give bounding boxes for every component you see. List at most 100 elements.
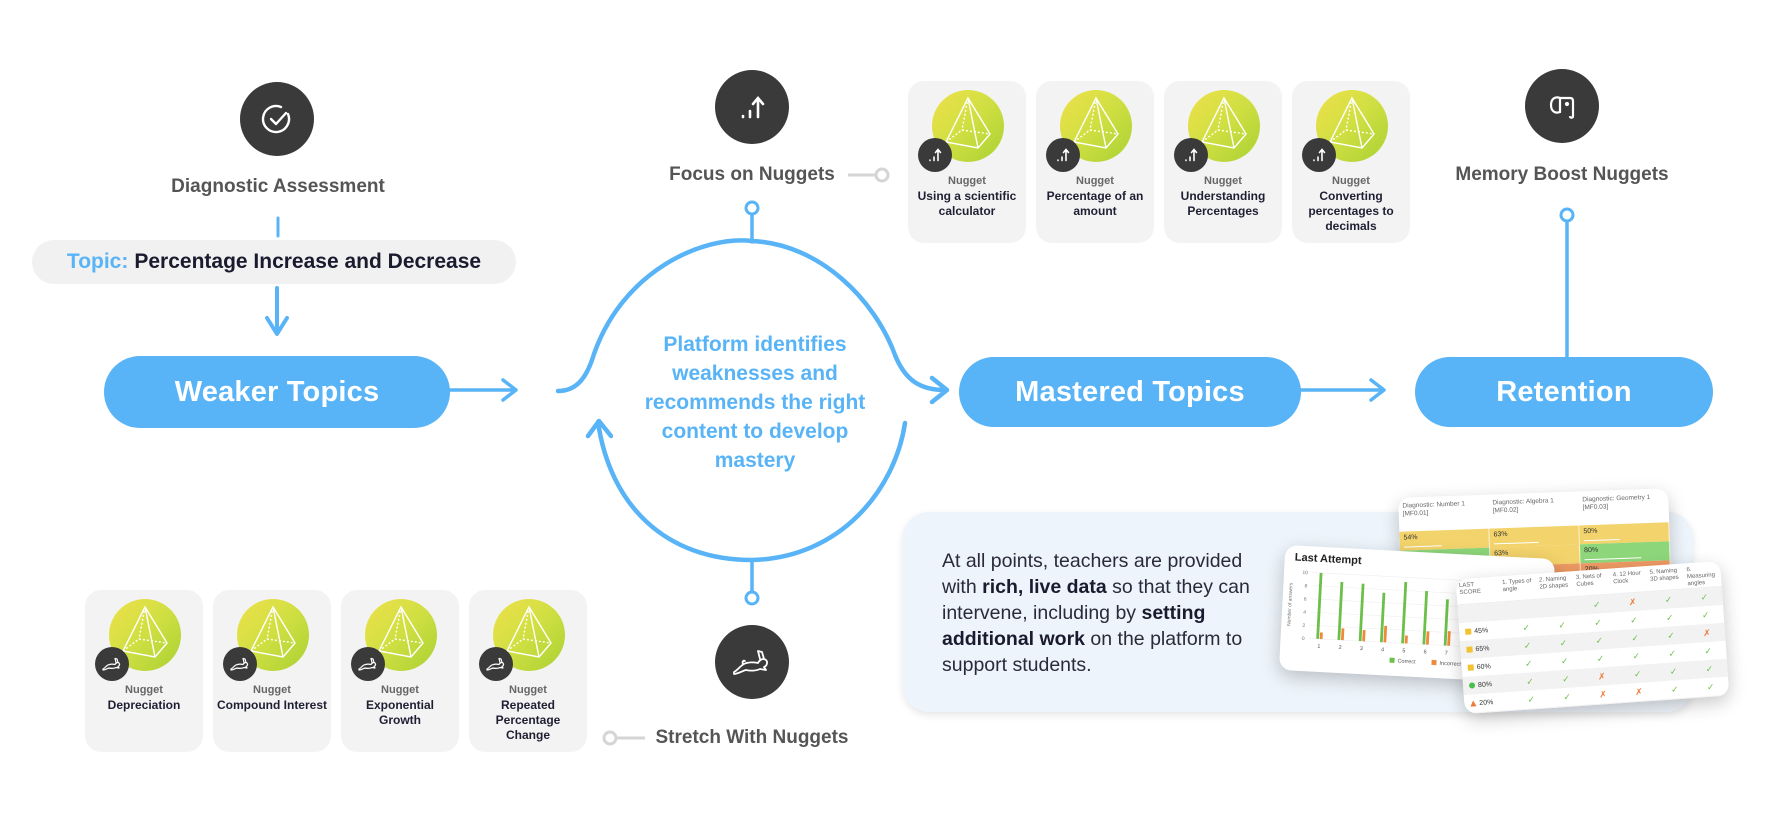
- bar-correct: [1337, 581, 1344, 641]
- bar-correct: [1443, 599, 1449, 646]
- x-tick-label: 7: [1445, 651, 1448, 657]
- nugget-card[interactable]: Nugget Repeated Percentage Change: [469, 590, 587, 752]
- x-tick-label: 6: [1423, 649, 1426, 655]
- check-icon: ✓: [1666, 629, 1676, 641]
- bar-incorrect: [1319, 632, 1323, 640]
- memory-label: Memory Boost Nuggets: [1455, 164, 1669, 185]
- cross-icon: ✗: [1634, 686, 1644, 697]
- check-icon: ✓: [1664, 593, 1673, 605]
- topic-bar: Topic: Percentage Increase and Decrease: [32, 240, 516, 284]
- info-text-part: on the platform to support students.: [942, 628, 1243, 676]
- nugget-kicker: Nugget: [1332, 175, 1370, 187]
- score-marker-square: [1466, 646, 1473, 653]
- score-cell: 20%: [1464, 697, 1514, 707]
- bar-incorrect: [1383, 625, 1388, 643]
- topic-key: Topic:: [66, 250, 129, 273]
- grid-body: ✓✗✓✓45%✓✓✓✓✓✓65%✓✓✓✓✓✗60%✓✓✓✓✓✓80%✓✓✗✓✓✓…: [1457, 586, 1730, 715]
- y-tick-label: 10: [1302, 570, 1308, 576]
- bar-correct: [1316, 572, 1323, 639]
- score-marker-square: [1467, 664, 1475, 671]
- check-icon: ✓: [1704, 645, 1713, 656]
- score-marker-triangle: [1470, 700, 1477, 707]
- retention-pill[interactable]: Retention: [1415, 357, 1713, 427]
- cross-icon: ✗: [1598, 688, 1608, 700]
- diagnostic-label: Diagnostic Assessment: [171, 176, 385, 197]
- stretch-label: Stretch With Nuggets: [655, 727, 849, 748]
- cross-icon: ✗: [1597, 670, 1606, 682]
- x-tick-label: 1: [1317, 644, 1320, 650]
- check-icon: ✓: [1669, 665, 1678, 677]
- nugget-card[interactable]: Nugget Exponential Growth: [341, 590, 459, 752]
- y-tick-label: 6: [1304, 596, 1307, 602]
- check-icon: ✓: [1527, 693, 1536, 705]
- check-icon: ✓: [1523, 639, 1532, 651]
- score-marker-square: [1465, 628, 1472, 635]
- nugget-card[interactable]: Nugget Compound Interest: [213, 590, 331, 752]
- nugget-kicker: Nugget: [125, 684, 163, 696]
- nugget-title: Exponential Growth: [365, 698, 434, 727]
- x-tick-label: 2: [1338, 645, 1341, 651]
- info-text-part: At all points, teachers are provided wit…: [942, 550, 1243, 598]
- legend-label: Correct: [1397, 659, 1416, 666]
- nugget-card[interactable]: Nugget Using a scientific calculator: [908, 81, 1026, 243]
- empty-cell: [1543, 606, 1579, 609]
- score-col-header: LAST SCORE: [1458, 582, 1482, 597]
- bar-correct: [1379, 592, 1386, 643]
- score-bar: [1583, 538, 1620, 542]
- check-icon: ✓: [1558, 619, 1567, 630]
- topic-to-weaker-arrow: [265, 286, 289, 336]
- grid-col-header: 1. Types of angle: [1501, 578, 1532, 594]
- rabbit-icon: [95, 647, 129, 681]
- legend-swatch: [1389, 657, 1395, 663]
- bar-correct: [1358, 583, 1365, 642]
- diagnostic-icon-circle: [240, 82, 314, 156]
- check-icon: ✓: [1706, 681, 1715, 692]
- grid-col-header: 3. Nets of Cubes: [1575, 573, 1602, 588]
- bar-incorrect: [1362, 629, 1366, 642]
- nugget-title: Understanding Percentages: [1180, 189, 1266, 218]
- check-icon: ✓: [1592, 598, 1601, 610]
- nugget-card[interactable]: Nugget Percentage of an amount: [1036, 81, 1154, 243]
- score-cell: 80%: [1463, 679, 1513, 689]
- chart-up-icon: [1302, 138, 1336, 172]
- grid-col-header: 6. Measuring angles: [1686, 566, 1716, 588]
- check-icon: ✓: [1631, 632, 1640, 643]
- weaker-topics-pill[interactable]: Weaker Topics: [104, 356, 450, 428]
- nugget-card[interactable]: Nugget Understanding Percentages: [1164, 81, 1282, 243]
- x-tick-label: 5: [1402, 648, 1405, 654]
- check-icon: ✓: [1633, 668, 1642, 679]
- rabbit-icon: [479, 647, 513, 681]
- cross-icon: ✗: [1628, 596, 1637, 607]
- bar-correct: [1422, 590, 1429, 645]
- cycle-loop-bottom: [585, 418, 908, 563]
- check-icon: ✓: [1595, 634, 1604, 646]
- y-tick-label: 2: [1302, 623, 1305, 629]
- score-marker-circle: [1468, 682, 1476, 689]
- check-icon: ✓: [1559, 637, 1568, 648]
- check-icon: ✓: [1632, 650, 1641, 661]
- mastered-topics-pill[interactable]: Mastered Topics: [959, 357, 1301, 427]
- check-icon: ✓: [1561, 673, 1571, 684]
- heatmap-col-header: Diagnostic: Geometry 1 [MF0.03]: [1582, 493, 1651, 512]
- check-icon: ✓: [1700, 591, 1709, 602]
- check-icon: ✓: [1593, 616, 1603, 628]
- check-icon: ✓: [1668, 647, 1677, 659]
- bar-incorrect: [1404, 635, 1408, 644]
- memory-node: [1559, 207, 1575, 223]
- elephant-icon: [1549, 96, 1575, 119]
- check-icon: ✓: [1524, 657, 1533, 669]
- y-tick-label: 8: [1304, 583, 1307, 589]
- stretch-icon-circle: [715, 625, 789, 699]
- nugget-card[interactable]: Nugget Depreciation: [85, 590, 203, 752]
- chart-up-icon: [918, 138, 952, 172]
- nugget-card[interactable]: Nugget Converting percentages to decimal…: [1292, 81, 1410, 243]
- heatmap-col-header: Diagnostic: Algebra 1 [MF0.02]: [1492, 497, 1554, 515]
- nugget-kicker: Nugget: [381, 684, 419, 696]
- topic-value: Percentage Increase and Decrease: [134, 250, 482, 273]
- teacher-data-text: At all points, teachers are provided wit…: [942, 548, 1272, 678]
- score-bar: [1493, 541, 1539, 545]
- check-icon: ✓: [1563, 691, 1572, 702]
- nugget-kicker: Nugget: [1204, 175, 1242, 187]
- x-tick-label: 3: [1360, 646, 1363, 652]
- score-bar: [1584, 556, 1642, 561]
